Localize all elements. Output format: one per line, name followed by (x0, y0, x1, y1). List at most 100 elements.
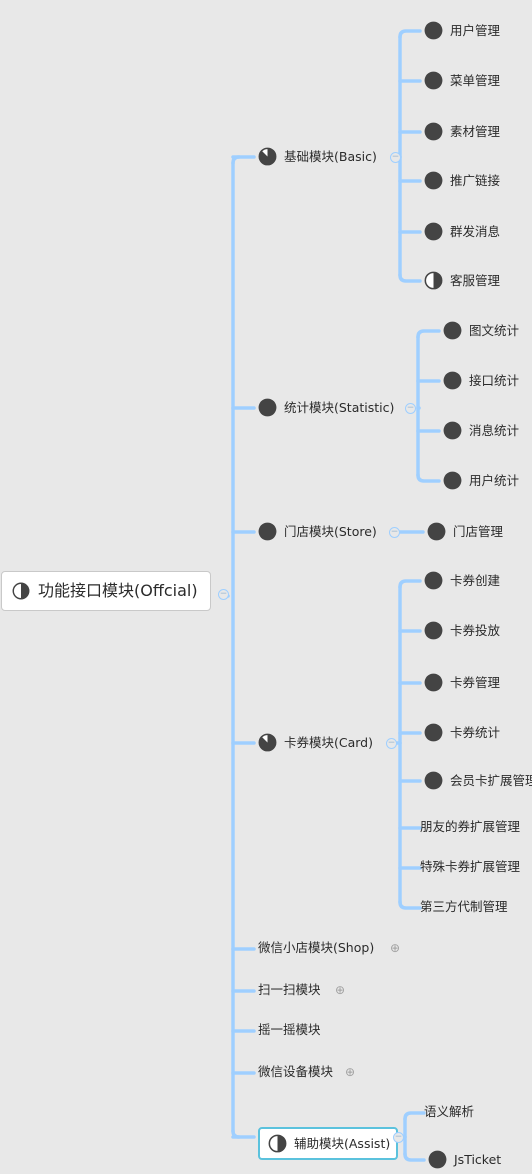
branch-2-child-0[interactable]: 门店管理 (427, 522, 503, 541)
child-connector (398, 29, 422, 39)
branch-3-label: 卡券模块(Card) (284, 734, 373, 750)
branch-8[interactable]: 辅助模块(Assist) (258, 1127, 399, 1160)
branch-3-child-5[interactable]: 朋友的券扩展管理 (420, 818, 520, 836)
branch-4-label: 微信小店模块(Shop) (258, 940, 375, 955)
branch-6[interactable]: 摇一摇模块 (258, 1021, 321, 1039)
child-connector (416, 473, 441, 483)
branch-1-progress-icon (258, 398, 277, 417)
branch-3-child-3-label: 卡券统计 (450, 724, 501, 740)
branch-5-expand-icon[interactable]: ⊕ (335, 983, 346, 997)
branch-0-child-1-progress-icon (424, 71, 443, 90)
branch-8-progress-icon (268, 1134, 287, 1153)
child-connector (403, 1152, 426, 1162)
branch-3-child-0-progress-icon (424, 571, 443, 590)
branch-3-child-6-label: 特殊卡券扩展管理 (420, 859, 521, 874)
branch-2-progress-icon (258, 522, 277, 541)
branch-7[interactable]: 微信设备模块 (258, 1063, 333, 1081)
branch-1-collapse-icon[interactable]: − (405, 403, 416, 414)
child-connector (416, 329, 441, 339)
branch-0-child-2-label: 素材管理 (450, 123, 501, 139)
branch-1-child-2-progress-icon (443, 421, 462, 440)
branch-0[interactable]: 基础模块(Basic) (258, 147, 377, 166)
branch-3-child-2-progress-icon (424, 673, 443, 692)
branch-3-child-6[interactable]: 特殊卡券扩展管理 (420, 858, 520, 876)
branch-3-child-3-progress-icon (424, 723, 443, 742)
branch-3-child-5-label: 朋友的券扩展管理 (420, 819, 521, 834)
branch-0-child-1[interactable]: 菜单管理 (424, 71, 500, 90)
branch-3-progress-icon (258, 733, 277, 752)
branch-0-child-5[interactable]: 客服管理 (424, 271, 500, 290)
branch-7-label: 微信设备模块 (258, 1064, 334, 1079)
branch-3-child-0-label: 卡券创建 (450, 572, 501, 588)
branch-8-child-1[interactable]: JsTicket (428, 1150, 501, 1169)
branch-1[interactable]: 统计模块(Statistic) (258, 398, 394, 417)
child-connector (398, 579, 422, 589)
branch-0-child-0-label: 用户管理 (450, 22, 501, 38)
branch-3-child-0[interactable]: 卡券创建 (424, 571, 500, 590)
branch-0-collapse-icon[interactable]: − (390, 152, 401, 163)
branch-0-child-3[interactable]: 推广链接 (424, 171, 500, 190)
branch-1-child-2[interactable]: 消息统计 (443, 421, 519, 440)
branch-1-child-0-label: 图文统计 (469, 322, 520, 338)
branch-0-child-4[interactable]: 群发消息 (424, 222, 500, 241)
branch-3-child-2-label: 卡券管理 (450, 674, 501, 690)
branch-3-child-1-label: 卡券投放 (450, 622, 501, 638)
branch-7-expand-icon[interactable]: ⊕ (345, 1065, 356, 1079)
branch-5[interactable]: 扫一扫模块 (258, 981, 321, 999)
branch-1-label: 统计模块(Statistic) (284, 399, 395, 415)
branch-8-child-0[interactable]: 语义解析 (424, 1103, 474, 1121)
branch-3-child-4-label: 会员卡扩展管理 (450, 772, 532, 788)
branch-6-label: 摇一摇模块 (258, 1022, 321, 1037)
root-topic[interactable]: 功能接口模块(Offcial) (1, 571, 211, 611)
branch-0-child-4-label: 群发消息 (450, 223, 501, 239)
branch-3-child-4-progress-icon (424, 771, 443, 790)
branch-0-progress-icon (258, 147, 277, 166)
branch-3-child-2[interactable]: 卡券管理 (424, 673, 500, 692)
branch-3-child-4[interactable]: 会员卡扩展管理 (424, 771, 532, 790)
branch-1-child-0[interactable]: 图文统计 (443, 321, 519, 340)
branch-0-child-2[interactable]: 素材管理 (424, 122, 500, 141)
branch-1-child-3[interactable]: 用户统计 (443, 471, 519, 490)
root-collapse-icon[interactable]: − (218, 589, 229, 600)
branch-1-child-1-label: 接口统计 (469, 372, 520, 388)
branch-3-child-7[interactable]: 第三方代制管理 (420, 898, 508, 916)
branch-1-child-1-progress-icon (443, 371, 462, 390)
branch-1-child-3-label: 用户统计 (469, 472, 520, 488)
branch-0-child-3-label: 推广链接 (450, 172, 501, 188)
branch-3-collapse-icon[interactable]: − (386, 738, 397, 749)
branch-2-child-0-label: 门店管理 (453, 523, 504, 539)
branch-8-child-0-label: 语义解析 (424, 1104, 475, 1119)
child-connector (403, 1111, 426, 1121)
branch-8-child-1-label: JsTicket (454, 1151, 502, 1167)
branch-4[interactable]: 微信小店模块(Shop) (258, 939, 374, 957)
root-progress-icon (12, 582, 30, 600)
branch-4-expand-icon[interactable]: ⊕ (390, 941, 401, 955)
branch-3-child-3[interactable]: 卡券统计 (424, 723, 500, 742)
branch-0-label: 基础模块(Basic) (284, 148, 377, 164)
branch-0-child-1-label: 菜单管理 (450, 72, 501, 88)
branch-0-child-0[interactable]: 用户管理 (424, 21, 500, 40)
branch-8-collapse-icon[interactable]: − (393, 1132, 404, 1143)
branch-2[interactable]: 门店模块(Store) (258, 522, 377, 541)
branch-8-child-1-progress-icon (428, 1150, 447, 1169)
branch-2-collapse-icon[interactable]: − (389, 527, 400, 538)
branch-5-label: 扫一扫模块 (258, 982, 321, 997)
branch-0-child-5-label: 客服管理 (450, 272, 501, 288)
child-connector (398, 273, 422, 283)
branch-0-child-3-progress-icon (424, 171, 443, 190)
branch-2-child-0-progress-icon (427, 522, 446, 541)
branch-8-label: 辅助模块(Assist) (294, 1135, 391, 1151)
branch-3-child-7-label: 第三方代制管理 (420, 899, 508, 914)
branch-1-child-3-progress-icon (443, 471, 462, 490)
branch-3-child-1-progress-icon (424, 621, 443, 640)
branch-3-child-1[interactable]: 卡券投放 (424, 621, 500, 640)
branch-1-child-1[interactable]: 接口统计 (443, 371, 519, 390)
branch-0-child-5-progress-icon (424, 271, 443, 290)
branch-3[interactable]: 卡券模块(Card) (258, 733, 373, 752)
branch-0-child-2-progress-icon (424, 122, 443, 141)
branch-2-label: 门店模块(Store) (284, 523, 377, 539)
branch-0-child-0-progress-icon (424, 21, 443, 40)
child-connector (398, 900, 422, 910)
branch-1-child-2-label: 消息统计 (469, 422, 520, 438)
